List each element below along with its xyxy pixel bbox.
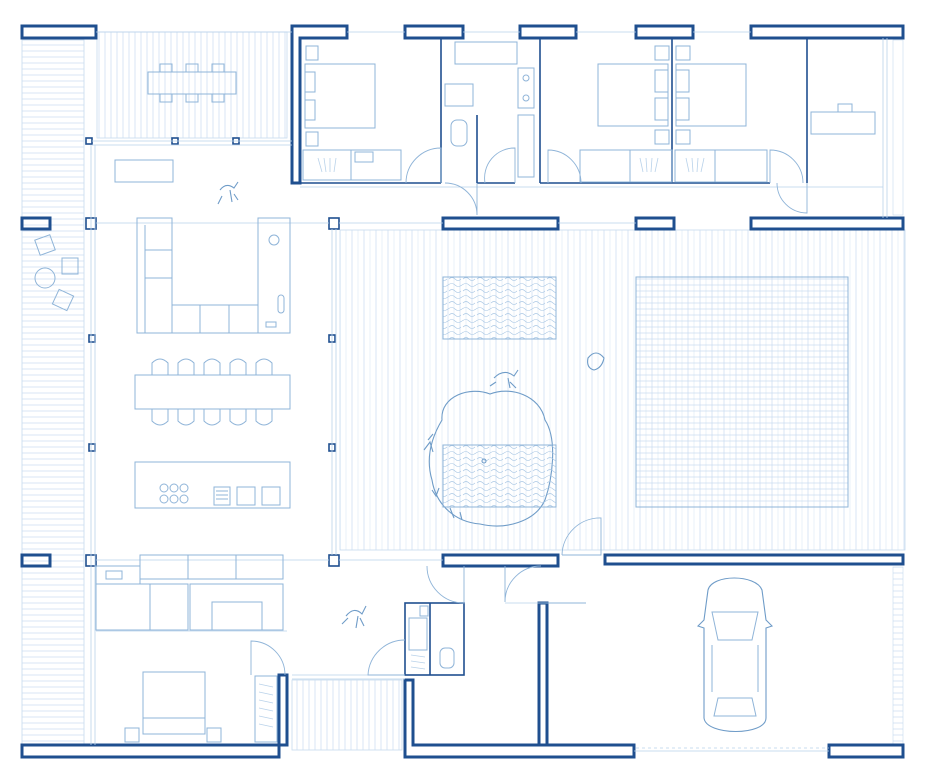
bedroom-3 <box>674 45 768 183</box>
dog-figure-north <box>217 181 239 205</box>
bedroom-1 <box>302 45 402 181</box>
utility-cabinets <box>95 554 284 631</box>
tree-canopy <box>423 390 557 527</box>
media-console <box>257 217 291 334</box>
dog-figure-south <box>341 605 367 629</box>
structural-columns <box>85 137 340 567</box>
east-strip <box>892 39 904 216</box>
glazing-lines <box>90 31 888 752</box>
garage-brick-strip <box>892 566 904 746</box>
cat-figure-courtyard <box>587 352 605 371</box>
powder-room <box>404 602 465 676</box>
terrace-dining-table <box>147 63 237 103</box>
north-doors <box>405 147 808 216</box>
south-doors <box>250 565 586 676</box>
deck-lounge-chairs <box>34 234 79 312</box>
north-wing-partitions <box>300 38 883 188</box>
planter-north <box>442 276 557 340</box>
west-deck <box>21 39 85 746</box>
bedroom-2 <box>579 45 673 183</box>
courtyard-door <box>561 517 602 556</box>
north-terrace <box>96 31 288 139</box>
courtyard-platform <box>635 276 849 508</box>
car <box>696 577 774 733</box>
bathroom-north <box>444 41 535 178</box>
sideboard <box>114 159 174 183</box>
kitchen-island <box>134 461 291 509</box>
sectional-sofa <box>136 217 259 334</box>
bedroom-south <box>124 671 278 743</box>
study-desk <box>810 103 876 135</box>
dog-figure-courtyard <box>489 369 519 389</box>
dining-table <box>134 358 291 426</box>
entry-deck <box>291 679 403 751</box>
